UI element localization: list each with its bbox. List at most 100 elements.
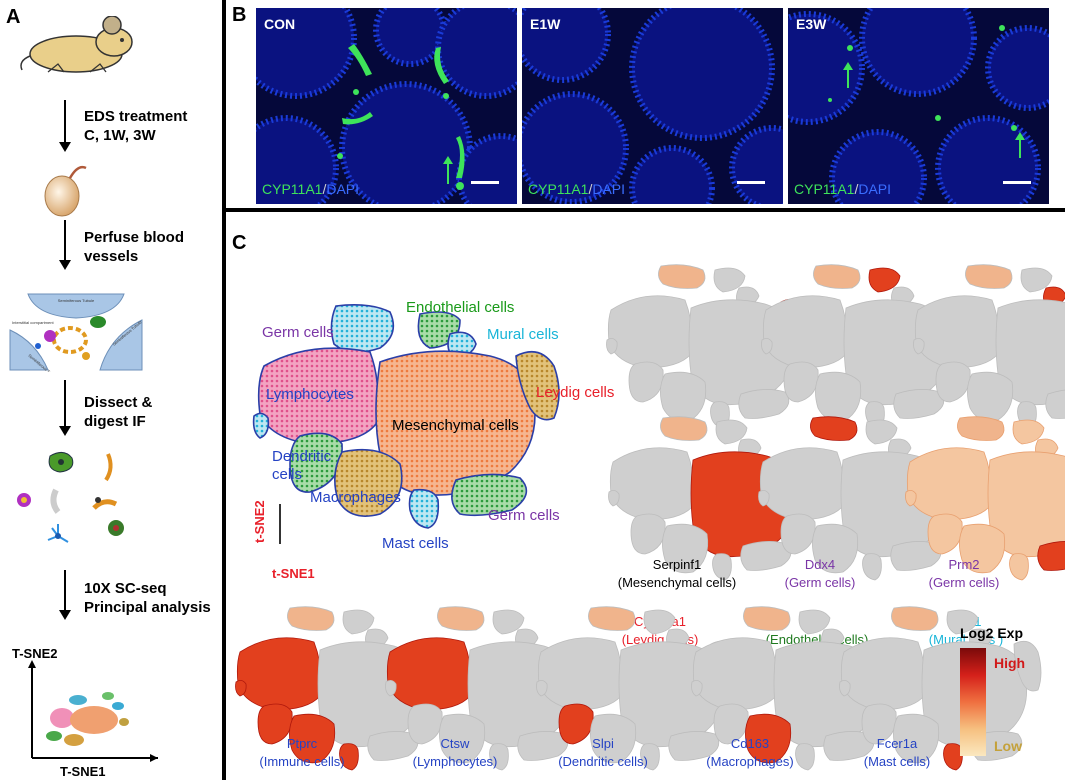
feature-plot-cluster xyxy=(965,264,1013,289)
feature-plot-cluster xyxy=(758,490,770,507)
panel-letter-a: A xyxy=(6,6,21,28)
feature-plot-cluster xyxy=(798,609,831,635)
legend-title: Log2 Exp xyxy=(960,625,1024,641)
feature-plot-cluster xyxy=(236,637,322,711)
feature-plot-cluster xyxy=(795,743,815,771)
feature-plot-cluster xyxy=(588,606,636,631)
dissociated-cells xyxy=(17,452,124,543)
feature-plot-cluster xyxy=(868,267,901,293)
cluster-label: Mast cells xyxy=(382,535,449,552)
feature-plot-cluster xyxy=(692,637,778,711)
feature-plot-cluster xyxy=(840,637,926,711)
feature-plot-cluster xyxy=(862,553,882,581)
micrograph-e3w: E3W CYP11A1/DAPI xyxy=(788,8,1049,204)
feature-plot-cluster xyxy=(1020,267,1053,293)
feature-plot-serpinf1 xyxy=(608,416,811,581)
feature-plot-cluster xyxy=(367,731,419,761)
cluster-label: Mural cells xyxy=(487,326,559,343)
stain-legend: CYP11A1/DAPI xyxy=(262,181,360,197)
feature-plot-cluster xyxy=(342,609,375,635)
micrograph-label: E3W xyxy=(796,16,827,32)
feature-plot-cluster xyxy=(640,743,660,771)
cluster-label: Germ cells xyxy=(262,324,334,341)
legend-color-bar xyxy=(960,648,986,756)
horizontal-divider xyxy=(226,208,1065,212)
micrograph-e1w: E1W CYP11A1/DAPI xyxy=(522,8,783,204)
feature-plot-cluster xyxy=(537,637,623,711)
feature-plot-cluster xyxy=(780,513,816,555)
panel-letter-c: C xyxy=(232,232,247,254)
feature-plot-cluster xyxy=(489,743,509,771)
micrograph-image xyxy=(256,8,517,204)
feature-plot-cluster xyxy=(668,731,720,761)
feature-plot-cluster xyxy=(946,609,979,635)
stain-legend: CYP11A1/DAPI xyxy=(794,181,892,197)
micrograph-image xyxy=(522,8,783,204)
feature-plot-cluster xyxy=(1009,553,1029,581)
scale-bar xyxy=(471,181,499,184)
feature-plot-cluster xyxy=(289,713,336,764)
mouse-icon xyxy=(20,16,133,73)
feature-plot-prm2 xyxy=(905,416,1065,581)
feature-plot-cluster xyxy=(861,703,897,745)
feature-plot-cluster xyxy=(740,541,792,571)
feature-plot-cluster xyxy=(905,490,917,507)
cluster-label: Leydig cells xyxy=(536,384,615,401)
legend-high: High xyxy=(994,655,1026,671)
feature-plot-label: Ddx4(Germ cells) xyxy=(784,557,856,590)
feature-plot-cluster xyxy=(812,523,859,574)
feature-plot-cluster xyxy=(745,713,792,764)
feature-plot-cluster xyxy=(810,416,858,441)
feature-plot-cluster xyxy=(913,338,925,355)
cluster-label: Germ cells xyxy=(488,507,560,524)
tsne-axis-y: t-SNE2 xyxy=(252,500,267,543)
feature-plot-label: Fcer1a(Mast cells) xyxy=(863,736,931,769)
feature-plot-cluster xyxy=(1013,640,1042,692)
feature-plot-cluster xyxy=(935,361,971,403)
vertical-divider xyxy=(222,0,226,780)
feature-plot-cluster xyxy=(643,609,676,635)
feature-plot-cluster xyxy=(943,743,963,771)
feature-plot-cluster xyxy=(235,680,247,697)
feature-plot-cluster xyxy=(257,703,293,745)
testis-icon xyxy=(44,165,87,217)
feature-plot-cluster xyxy=(386,637,472,711)
feature-plot-cluster xyxy=(927,513,963,555)
micrograph-label: E1W xyxy=(530,16,561,32)
feature-plot-cluster xyxy=(608,490,620,507)
mini-axis-x: T-SNE1 xyxy=(60,764,106,779)
feature-plot-cluster xyxy=(914,295,1000,369)
feature-plot-label: Ctsw(Lymphocytes) xyxy=(412,736,498,769)
feature-plot-cluster xyxy=(959,523,1006,574)
feature-plot-cluster xyxy=(287,606,335,631)
svg-text:Seminiferous Tubule: Seminiferous Tubule xyxy=(58,298,95,303)
feature-plot-cluster xyxy=(893,713,940,764)
stain-legend: CYP11A1/DAPI xyxy=(528,181,626,197)
feature-plot-ctsw xyxy=(385,606,588,771)
feature-plot-cluster xyxy=(865,419,898,445)
feature-plot-cluster xyxy=(536,680,548,697)
cluster-label: Endothelial cells xyxy=(406,299,515,316)
feature-plot-cluster xyxy=(339,743,359,771)
cluster-label: Mesenchymal cells xyxy=(392,417,519,434)
feature-plot-cluster xyxy=(738,389,790,419)
feature-plot-cluster xyxy=(492,609,525,635)
step-arrow xyxy=(59,100,71,152)
feature-plot-cluster xyxy=(891,606,939,631)
svg-text:Interstitial compartment: Interstitial compartment xyxy=(12,320,54,325)
feature-plot-cluster xyxy=(660,416,708,441)
feature-plot-slpi xyxy=(536,606,739,771)
feature-plot-cluster xyxy=(558,703,594,745)
feature-plot-label: Ptprc(Immune cells) xyxy=(259,736,345,769)
feature-plot-cluster xyxy=(713,267,746,293)
feature-plot-cluster xyxy=(691,680,703,697)
scale-bar xyxy=(737,181,765,184)
feature-plot-cluster xyxy=(762,295,848,369)
legend-low: Low xyxy=(994,738,1022,754)
feature-plot-label: Slpi(Dendritic cells) xyxy=(558,736,648,769)
panel-letter-b: B xyxy=(232,4,247,26)
micrograph-image xyxy=(788,8,1049,204)
